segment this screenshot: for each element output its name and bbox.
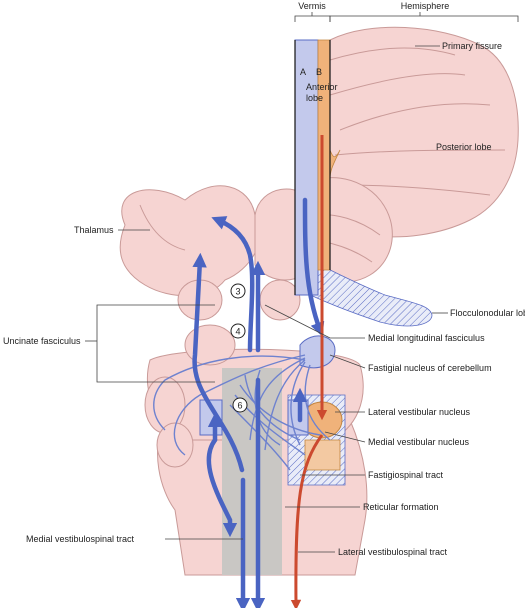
thalamus-label: Thalamus bbox=[74, 225, 114, 235]
lateral-vestibulospinal-red-arrow bbox=[290, 434, 324, 611]
blue-tracts bbox=[192, 197, 325, 613]
reticular-formation-column bbox=[222, 368, 282, 575]
flocculonodular-lobe bbox=[299, 254, 433, 327]
anterior-lobe-label-line2: lobe bbox=[306, 93, 323, 103]
marker-3: 3 bbox=[230, 283, 246, 299]
flocculonodular-lobe-label: Flocculonodular lobe bbox=[450, 308, 525, 318]
lateral-vestibular-nucleus-label: Lateral vestibular nucleus bbox=[368, 407, 471, 417]
medial-vestibulospinal-tract-label: Medial vestibulospinal tract bbox=[26, 534, 135, 544]
vermis-label: Vermis bbox=[298, 1, 326, 11]
svg-text:6: 6 bbox=[237, 401, 242, 411]
column-a-label: A bbox=[300, 67, 306, 77]
cerebellum bbox=[294, 26, 519, 327]
hemisphere-label: Hemisphere bbox=[401, 1, 450, 11]
posterior-lobe-label: Posterior lobe bbox=[436, 142, 492, 152]
svg-text:4: 4 bbox=[235, 327, 240, 337]
fastigial-fibres bbox=[153, 335, 336, 471]
fastigial-nucleus bbox=[299, 335, 336, 369]
marker-6: 6 bbox=[232, 397, 248, 413]
uncinate-fasciculus-label: Uncinate fasciculus bbox=[3, 336, 81, 346]
marker-4: 4 bbox=[230, 323, 246, 339]
mlf-label: Medial longitudinal fasciculus bbox=[368, 333, 485, 343]
anterior-lobe-label-line1: Anterior bbox=[306, 82, 338, 92]
fastigiospinal-tract-label: Fastigiospinal tract bbox=[368, 470, 444, 480]
reticular-formation-label: Reticular formation bbox=[363, 502, 439, 512]
lateral-vestibulospinal-tract-label: Lateral vestibulospinal tract bbox=[338, 547, 448, 557]
medial-vestibular-nucleus-label: Medial vestibular nucleus bbox=[368, 437, 470, 447]
column-b-label: B bbox=[316, 67, 322, 77]
fastigial-nucleus-label: Fastigial nucleus of cerebellum bbox=[368, 363, 492, 373]
primary-fissure-label: Primary fissure bbox=[442, 41, 502, 51]
svg-text:3: 3 bbox=[235, 287, 240, 297]
top-brackets: Vermis Hemisphere bbox=[294, 1, 519, 22]
